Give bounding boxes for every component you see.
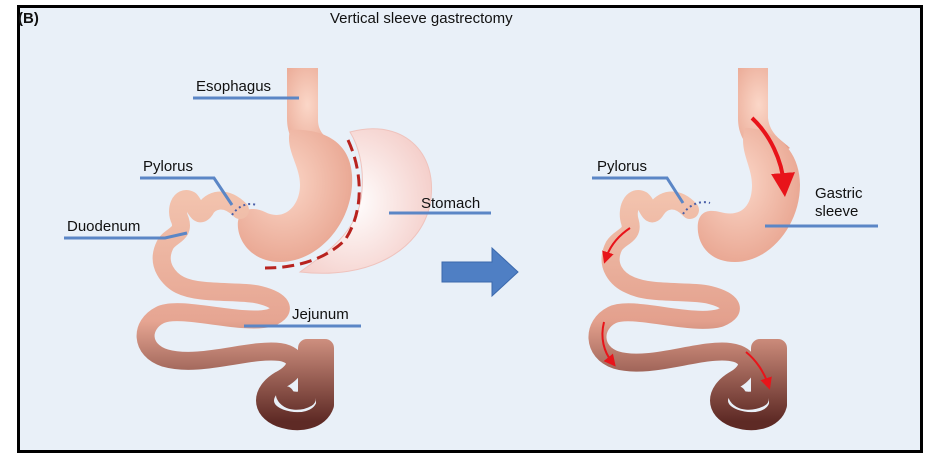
label-pylorus-after: Pylorus [597, 158, 647, 175]
label-pylorus-before: Pylorus [143, 158, 193, 175]
before-label-lines [64, 98, 491, 326]
label-gastric-sleeve-line1: Gastric [815, 185, 863, 202]
label-gastric-sleeve-line2: sleeve [815, 203, 858, 220]
before-anatomy [146, 68, 432, 421]
label-stomach: Stomach [421, 195, 480, 212]
figure-title: Vertical sleeve gastrectomy [330, 10, 513, 27]
gastric-sleeve-body [698, 128, 800, 262]
label-duodenum: Duodenum [67, 218, 140, 235]
transition-arrow [442, 248, 518, 296]
label-jejunum: Jejunum [292, 306, 349, 323]
panel-label: (B) [18, 10, 39, 27]
after-anatomy [597, 68, 800, 421]
stomach-body [238, 130, 352, 262]
label-esophagus: Esophagus [196, 78, 271, 95]
